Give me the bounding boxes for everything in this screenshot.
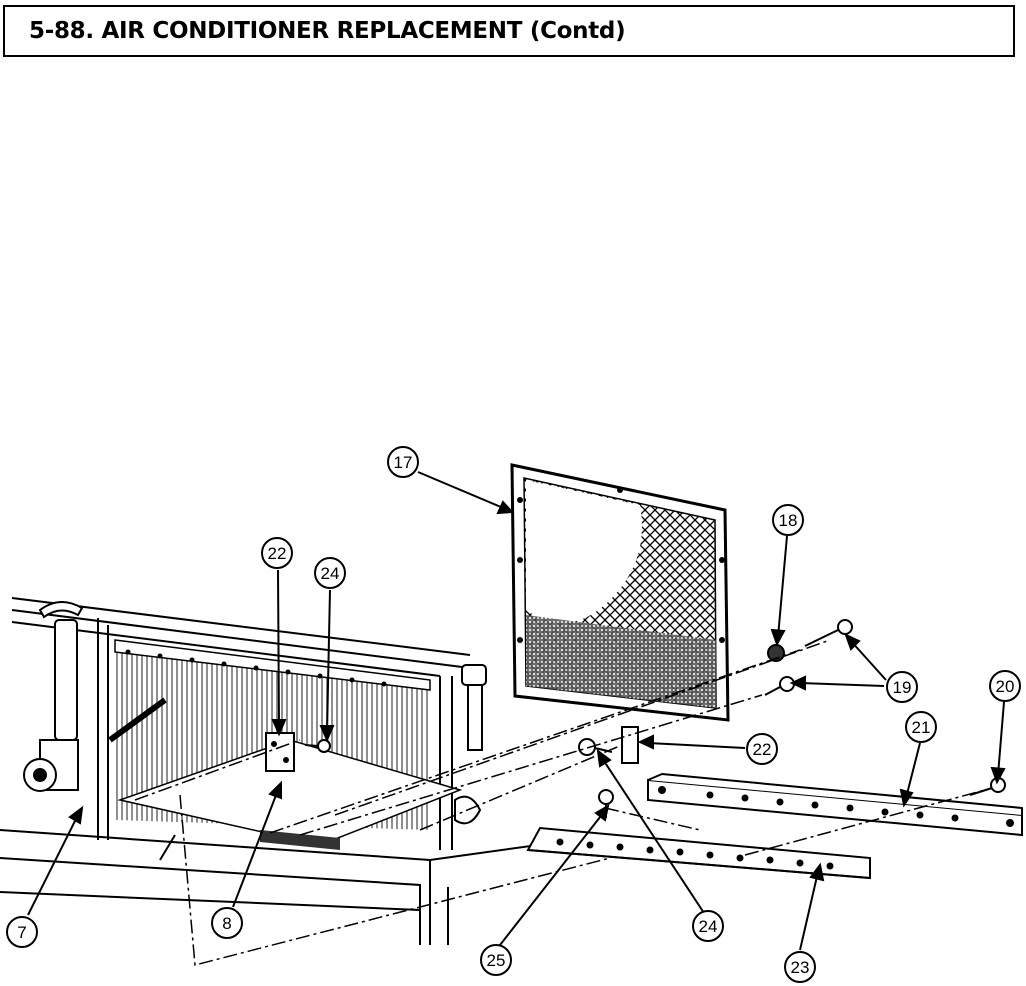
svg-text:23: 23: [791, 958, 810, 977]
svg-text:20: 20: [996, 677, 1015, 696]
section-header: 5-88. AIR CONDITIONER REPLACEMENT (Contd…: [3, 5, 1015, 57]
svg-text:8: 8: [222, 914, 231, 933]
callout-21: 21: [905, 711, 937, 743]
svg-text:24: 24: [699, 917, 718, 936]
callout-23: 23: [784, 951, 816, 983]
cab-frame: [0, 597, 611, 945]
svg-text:17: 17: [394, 453, 413, 472]
callout-8: 8: [211, 907, 243, 939]
svg-text:18: 18: [779, 511, 798, 530]
svg-text:25: 25: [487, 951, 506, 970]
svg-text:21: 21: [912, 718, 931, 737]
svg-text:7: 7: [17, 923, 26, 942]
svg-text:22: 22: [268, 544, 287, 563]
svg-text:22: 22: [753, 740, 772, 759]
callout-25: 25: [480, 944, 512, 976]
callout-22-top: 22: [261, 537, 293, 569]
callout-17: 17: [387, 446, 419, 478]
callout-20: 20: [989, 670, 1021, 702]
callout-24-bottom: 24: [692, 910, 724, 942]
callout-22-right: 22: [746, 733, 778, 765]
svg-text:19: 19: [893, 678, 912, 697]
callout-24-top: 24: [314, 557, 346, 589]
svg-text:24: 24: [321, 564, 340, 583]
leader-arrows: [27, 471, 1006, 951]
callout-18: 18: [772, 504, 804, 536]
section-title: 5-88. AIR CONDITIONER REPLACEMENT (Contd…: [29, 18, 626, 44]
callout-19: 19: [886, 671, 918, 703]
filter-screen-17: [510, 463, 730, 722]
callout-7: 7: [6, 916, 38, 948]
angle-bracket-21: [647, 772, 1023, 837]
assembly-centerlines: [134, 639, 986, 966]
